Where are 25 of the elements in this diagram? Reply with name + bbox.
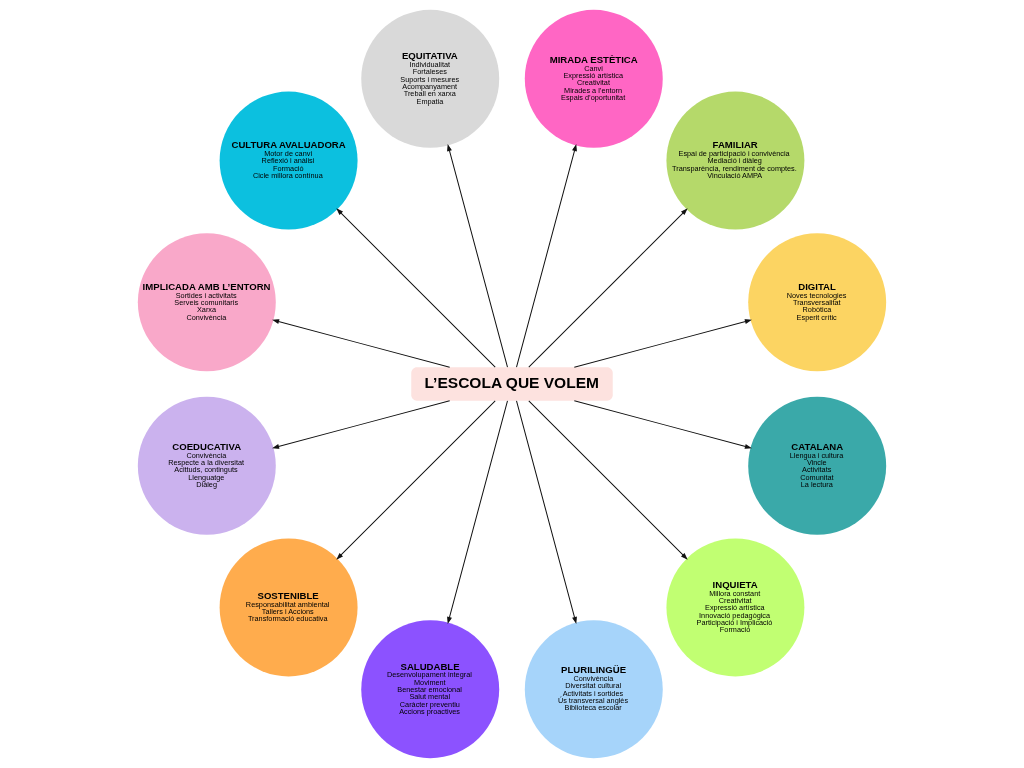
arrow <box>516 143 577 368</box>
node-circle: COEDUCATIVA Convivència Respecte a la diversitat Acittuds, continguts Llenguatge Diàleg <box>137 396 276 535</box>
arrow <box>573 400 752 449</box>
node-circle: FAMILIAR Espai de participació i convivència Mediació i diàleg Transparència, rendiment de comptes. Vinculació AMPA <box>666 91 805 230</box>
node-circle: MIRADA ESTÈTICA Canvi Expressió artística Creativitat Mirades a l’entorn Espais d’oportunitat <box>524 9 663 148</box>
node-circle: SALUDABLE Desenvolupament integral Moviment Benestar emocional Salut mental Caràcter preventiu Accions proactives <box>361 620 500 759</box>
node-circle: CATALANA Llengua i cultura Vincle Activitats Comunitat La lectura <box>748 396 887 535</box>
arrow <box>447 143 508 368</box>
node-circle: PLURILINGÜE Convivència Diversitat cultural Activitats i sortides Ús transversal anglès Biblioteca escolar <box>524 620 663 759</box>
node-circle: CULTURA AVALUADORA Motor de canvi Reflexió i anàlisi Formació Cicle millora contínua <box>219 91 358 230</box>
arrow <box>573 319 752 368</box>
arrow <box>528 400 688 560</box>
node-circle: EQUITATIVA Individualitat Fortaleses Suports i mesures Acompanyament Treball en xarxa Empatia <box>361 9 500 148</box>
arrow <box>516 400 577 625</box>
node-circle: INQUIETA Millora constant Creativitat Expressió artística Innovació pedagògica Participació i Implicació Formació <box>666 538 805 677</box>
arrow <box>272 319 451 368</box>
arrow <box>528 208 688 368</box>
node-circle: IMPLICADA AMB L’ENTORN Sortides i activitats Serveis comunitaris Xarxa Convivència <box>137 233 276 372</box>
arrow <box>447 400 508 625</box>
arrow <box>336 208 496 368</box>
arrow <box>336 400 496 560</box>
arrow <box>272 400 451 449</box>
node-box: L’ESCOLA QUE VOLEM <box>411 367 613 401</box>
node-circle: DIGITAL Noves tecnologies Transversalitat Robòtica Esperit crític <box>748 233 887 372</box>
node-circle: SOSTENIBLE Responsabilitat ambiental Tallers i Accions Transformació educativa <box>219 538 358 677</box>
